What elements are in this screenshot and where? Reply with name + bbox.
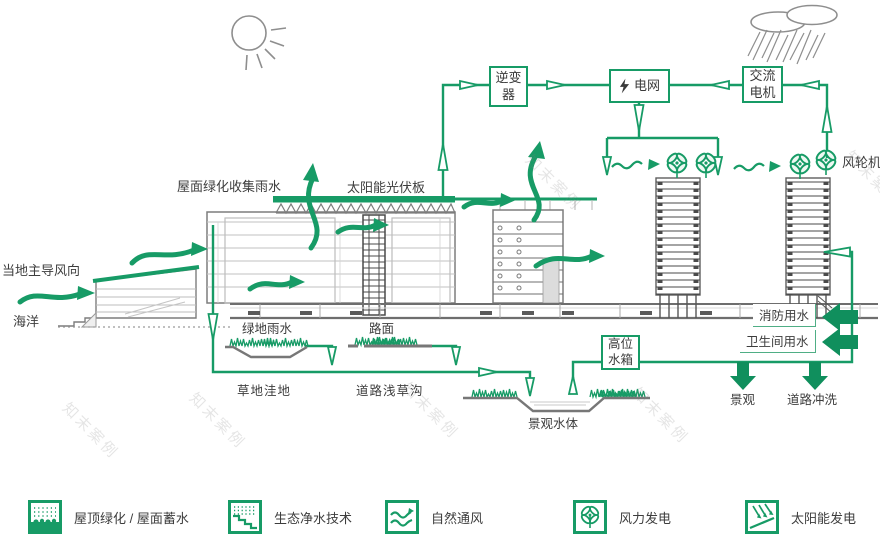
grid-box: 电网 bbox=[609, 69, 670, 103]
high-tank-label: 高位水箱 bbox=[607, 336, 633, 367]
solar-pv-label: 太阳能光伏板 bbox=[347, 180, 426, 195]
roof-rain-label: 屋面绿化收集雨水 bbox=[177, 179, 282, 194]
core-shaft bbox=[362, 214, 386, 316]
inverter-box: 逆变器 bbox=[489, 66, 528, 107]
tower-1 bbox=[655, 177, 701, 318]
natural-ventilation-icon bbox=[385, 500, 419, 534]
legend-item-wind-power: 风力发电 bbox=[573, 500, 671, 534]
legend-label: 风力发电 bbox=[619, 510, 672, 526]
legend-item-natural-ventilation: 自然通风 bbox=[385, 500, 483, 534]
landscape-water-label: 景观水体 bbox=[528, 417, 579, 431]
legend-item-eco-purification: 生态净水技术 bbox=[228, 500, 352, 534]
tower-2 bbox=[785, 177, 833, 318]
wind-turbine-label: 风轮机 bbox=[842, 155, 880, 170]
high-tank-box: 高位水箱 bbox=[601, 335, 640, 370]
ocean-label: 海洋 bbox=[13, 314, 40, 329]
eco-water-purification-icon bbox=[228, 500, 262, 534]
road-wash-arrow bbox=[802, 362, 828, 390]
ac-motor-box: 交流电机 bbox=[742, 66, 783, 103]
rain-garden-system bbox=[225, 336, 650, 413]
grass-swale-profile bbox=[225, 345, 308, 359]
wind-direction-label: 当地主导风向 bbox=[2, 263, 81, 278]
grid-label: 电网 bbox=[633, 77, 660, 93]
main-building bbox=[206, 196, 597, 316]
road-surface-label: 路面 bbox=[369, 322, 395, 336]
toilet-water-arrow bbox=[822, 328, 858, 356]
toilet-water-tag: 卫生间用水 bbox=[740, 330, 816, 353]
solar-panel-roof bbox=[273, 196, 456, 215]
legend-label: 自然通风 bbox=[431, 510, 484, 526]
pond-profile bbox=[463, 396, 650, 413]
landscape-arrow bbox=[730, 362, 756, 390]
legend-label: 生态净水技术 bbox=[274, 510, 353, 526]
roof-greening-icon bbox=[28, 500, 62, 534]
green-rain-label: 绿地雨水 bbox=[242, 322, 293, 336]
ac-motor-label: 交流电机 bbox=[749, 68, 776, 100]
road-wash-label: 道路冲洗 bbox=[787, 393, 838, 407]
lightning-icon bbox=[619, 78, 630, 94]
legend-item-solar-power: 太阳能发电 bbox=[745, 500, 856, 534]
fire-water-tag: 消防用水 bbox=[753, 304, 817, 327]
inverter-label: 逆变器 bbox=[495, 70, 522, 102]
road-ditch-label: 道路浅草沟 bbox=[356, 384, 424, 398]
grass-swale-label: 草地洼地 bbox=[237, 384, 292, 398]
usage-arrows bbox=[730, 303, 858, 390]
wind-turbine-icons bbox=[665, 148, 838, 180]
legend-item-roof-greening: 屋顶绿化 / 屋面蓄水 bbox=[28, 500, 189, 534]
wind-power-icon bbox=[573, 500, 607, 534]
podium-building bbox=[58, 265, 232, 328]
legend-label: 太阳能发电 bbox=[791, 510, 857, 526]
rain-cloud-icon bbox=[747, 4, 838, 65]
fire-water-arrow bbox=[822, 303, 858, 331]
landscape-label: 景观 bbox=[730, 393, 756, 407]
legend-label: 屋顶绿化 / 屋面蓄水 bbox=[74, 510, 189, 526]
wind-arrows bbox=[17, 141, 781, 305]
sun-icon bbox=[231, 15, 287, 71]
solar-power-icon bbox=[745, 500, 779, 534]
